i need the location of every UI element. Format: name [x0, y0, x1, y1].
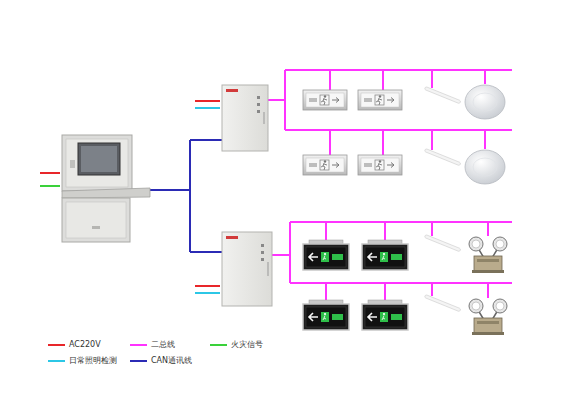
exit-sign [303, 240, 349, 270]
control-console-part [92, 226, 100, 229]
control-console-part [66, 202, 126, 238]
luminaire-row [303, 235, 507, 273]
tube-light [424, 149, 460, 166]
control-console-part [81, 146, 117, 172]
distribution-cabinet-part [222, 85, 268, 151]
exit-sign [362, 300, 408, 330]
legend-entry: 二总线 [130, 341, 175, 349]
two-wire-bus-part [285, 129, 512, 131]
legend-text: 火灾信号 [231, 341, 263, 349]
can-bus-part [189, 140, 191, 252]
distribution-cabinet-part [268, 262, 269, 276]
can-bus-part [190, 251, 222, 253]
legend-swatch [130, 360, 147, 362]
distribution-cabinet-part [222, 232, 272, 306]
exit-sign [303, 300, 349, 330]
distribution-cabinet-part [257, 110, 260, 113]
distribution-cabinet-part [226, 236, 238, 239]
distribution-cabinet-part [261, 251, 264, 254]
emergency-lamp [469, 237, 507, 273]
control-console-part [66, 139, 128, 187]
exit-sign [303, 90, 347, 110]
two-wire-bus-part [290, 221, 512, 223]
legend-text: 日常照明检测 [69, 357, 117, 365]
two-wire-bus-part [290, 282, 512, 284]
two-wire-bus-part [268, 99, 285, 101]
luminaire-row [303, 149, 505, 184]
distribution-cabinet-part [257, 96, 260, 99]
legend-text: AC220V [69, 341, 101, 349]
can-bus-part [190, 139, 222, 141]
distribution-cabinet-part [264, 112, 265, 124]
legend-swatch [130, 344, 147, 346]
legend-text: CAN通讯线 [151, 357, 192, 365]
two-wire-bus [268, 70, 512, 300]
legend-entry: 火灾信号 [210, 341, 263, 349]
cabinet-inputs-part [195, 285, 220, 287]
legend-swatch [48, 344, 65, 346]
ceiling-light [465, 150, 505, 184]
distribution-cabinet-part [261, 258, 264, 261]
luminaire-row [303, 85, 505, 119]
control-console-part [70, 160, 75, 168]
control-console-part [62, 135, 132, 191]
two-wire-bus-part [326, 283, 488, 300]
emergency-lamp [469, 299, 507, 335]
luminaire-row [303, 295, 507, 335]
control-console-part [62, 198, 130, 242]
exit-sign [358, 90, 402, 110]
two-wire-bus-part [272, 254, 290, 256]
legend-swatch [48, 360, 65, 362]
two-wire-bus-part [285, 69, 512, 71]
two-wire-bus-part [289, 222, 291, 283]
legend-entry: 日常照明检测 [48, 357, 117, 365]
distribution-cabinet-part [261, 244, 264, 247]
control-console-part [62, 188, 150, 198]
tube-light [424, 235, 460, 252]
legend-entry: CAN通讯线 [130, 357, 192, 365]
console-inputs-part [40, 185, 60, 187]
control-console [62, 135, 150, 242]
console-inputs-part [40, 172, 60, 174]
legend-swatch [210, 344, 227, 346]
distribution-cabinet-part [226, 89, 238, 92]
distribution-cabinet [222, 85, 268, 151]
cabinet-inputs [195, 101, 220, 293]
exit-sign [362, 240, 408, 270]
distribution-cabinet [222, 232, 272, 306]
legend-entry: AC220V [48, 341, 101, 349]
can-bus [140, 140, 222, 252]
exit-sign [303, 155, 347, 175]
distribution-cabinet-part [257, 103, 260, 106]
two-wire-bus-part [330, 130, 485, 155]
cabinet-inputs-part [195, 107, 220, 109]
ceiling-light [465, 85, 505, 119]
two-wire-bus-part [330, 70, 485, 90]
tube-light [424, 295, 460, 312]
two-wire-bus-part [326, 222, 488, 240]
control-console-part [78, 143, 120, 175]
tube-light [424, 87, 460, 104]
cabinet-inputs-part [195, 292, 220, 294]
exit-sign [358, 155, 402, 175]
legend-text: 二总线 [151, 341, 175, 349]
cabinet-inputs-part [195, 100, 220, 102]
console-inputs [40, 173, 60, 186]
two-wire-bus-part [284, 70, 286, 130]
